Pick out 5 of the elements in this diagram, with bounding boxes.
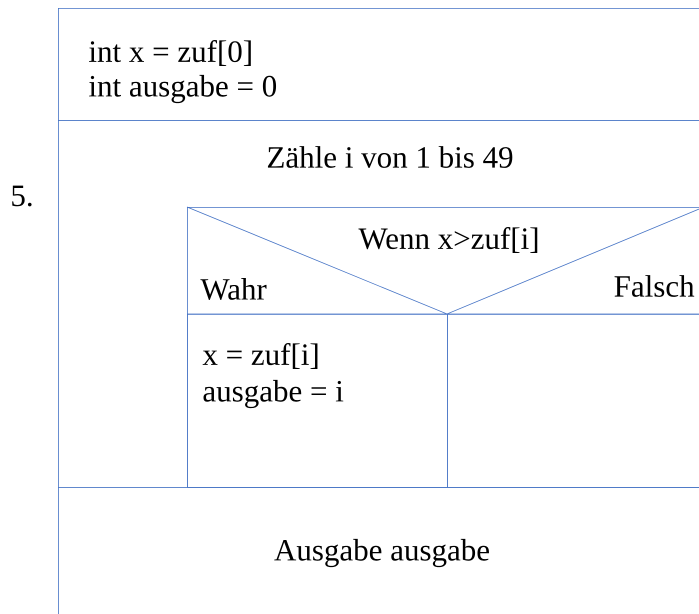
statement-block: x = zuf[i] ausgabe = i xyxy=(187,314,448,488)
step-number: 5. xyxy=(12,186,32,206)
empty-branch-block xyxy=(447,314,699,488)
output-block: Ausgabe ausgabe xyxy=(58,487,699,614)
statement-block: int x = zuf[0] int ausgabe = 0 xyxy=(58,8,699,121)
